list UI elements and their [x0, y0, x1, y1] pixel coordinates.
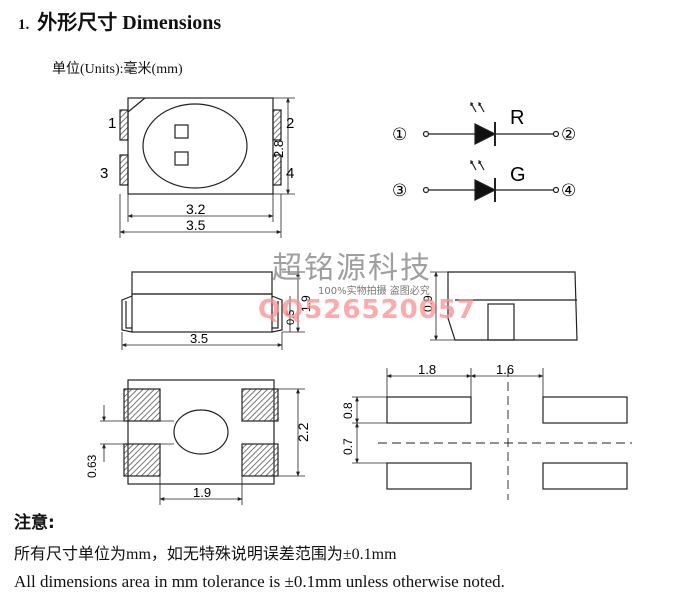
led-g-ray-2 — [478, 160, 485, 171]
top-view — [119, 97, 295, 238]
end-view-outline — [447, 271, 578, 341]
side-view-lens-body — [131, 271, 273, 295]
pin-label-1: 1 — [108, 115, 116, 132]
led-g-symbol — [474, 179, 497, 201]
pin-label-4: 4 — [286, 165, 294, 182]
footprint — [352, 368, 632, 500]
footprint-pad-2 — [542, 396, 628, 424]
watermark-qq: QQ526520057 — [258, 295, 477, 325]
top-view-lens — [142, 103, 248, 189]
bottom-view-pad-center — [173, 409, 229, 455]
footprint-pad-3 — [386, 462, 472, 490]
footprint-pad-1 — [386, 396, 472, 424]
units-label: 单位(Units):毫米(mm) — [52, 62, 183, 77]
top-view-pad-1 — [119, 109, 129, 141]
top-view-pad-2 — [272, 109, 282, 141]
dim-text-bottom-2-2: 2.2 — [295, 422, 311, 442]
pin-label-3: 3 — [100, 165, 108, 182]
led-r-ray-1 — [470, 102, 477, 113]
bottom-pad-3 — [123, 443, 161, 477]
dim-text-side-3-5: 3.5 — [190, 331, 208, 346]
top-view-pad-3 — [119, 154, 129, 186]
notes-title: 注意: — [14, 513, 55, 533]
notes-english: All dimensions area in mm tolerance is ±… — [14, 572, 505, 591]
top-view-chip-lower — [174, 151, 189, 166]
dim-text-end-0-9: 0.9 — [421, 295, 435, 312]
bottom-pad-4 — [241, 443, 279, 477]
led-r-ray-2 — [478, 102, 485, 113]
top-view-chamfer — [127, 97, 146, 113]
led-g-ray-1 — [470, 160, 477, 171]
side-view-lead-left — [121, 295, 133, 333]
pin-label-2: 2 — [286, 115, 294, 132]
end-view — [430, 271, 578, 341]
dim-text-side-0-5: 0.5 — [285, 310, 297, 325]
side-view-lead-right — [271, 295, 283, 333]
dim-text-fp-0-8: 0.8 — [341, 402, 355, 419]
notes-chinese: 所有尺寸单位为mm，如无特殊说明误差范围为±0.1mm — [14, 546, 397, 563]
led-label-r: R — [510, 107, 524, 129]
top-view-chip-upper — [174, 124, 189, 139]
dim-text-fp-1-6: 1.6 — [496, 362, 514, 377]
side-view-base — [131, 293, 273, 333]
dim-text-side-1-9: 1.9 — [299, 295, 313, 312]
side-view — [121, 271, 305, 350]
dim-text-fp-1-8: 1.8 — [418, 362, 436, 377]
led-r-symbol — [474, 123, 497, 145]
section-number: 1. — [18, 17, 30, 33]
dim-text-3-5: 3.5 — [186, 217, 206, 233]
terminal-4: ④ — [561, 181, 576, 200]
terminal-2: ② — [561, 125, 576, 144]
dim-text-fp-0-7: 0.7 — [341, 438, 355, 455]
watermark-subtitle: 100%实物拍摄 盗图必究 — [318, 286, 430, 297]
end-view-lead — [487, 303, 515, 341]
bottom-pad-2 — [241, 388, 279, 422]
terminal-3: ③ — [392, 181, 407, 200]
watermark-name: 超铭源科技 — [272, 251, 432, 286]
top-view-body — [127, 97, 274, 195]
dim-text-bottom-0-63: 0.63 — [85, 454, 99, 478]
dim-text-2-8: 2.8 — [271, 140, 286, 158]
bottom-pad-1 — [123, 388, 161, 422]
footprint-pad-4 — [542, 462, 628, 490]
section-title: 外形尺寸 Dimensions — [37, 12, 222, 34]
bottom-view — [100, 379, 305, 505]
bottom-view-body — [127, 379, 275, 485]
led-schematic — [422, 102, 560, 202]
dim-text-bottom-1-9: 1.9 — [193, 485, 211, 500]
led-label-g: G — [510, 164, 526, 186]
dim-text-3-2: 3.2 — [186, 201, 206, 217]
terminal-1: ① — [392, 125, 407, 144]
section-heading: 1. 外形尺寸 Dimensions — [18, 6, 221, 35]
top-view-pad-4 — [272, 154, 282, 186]
